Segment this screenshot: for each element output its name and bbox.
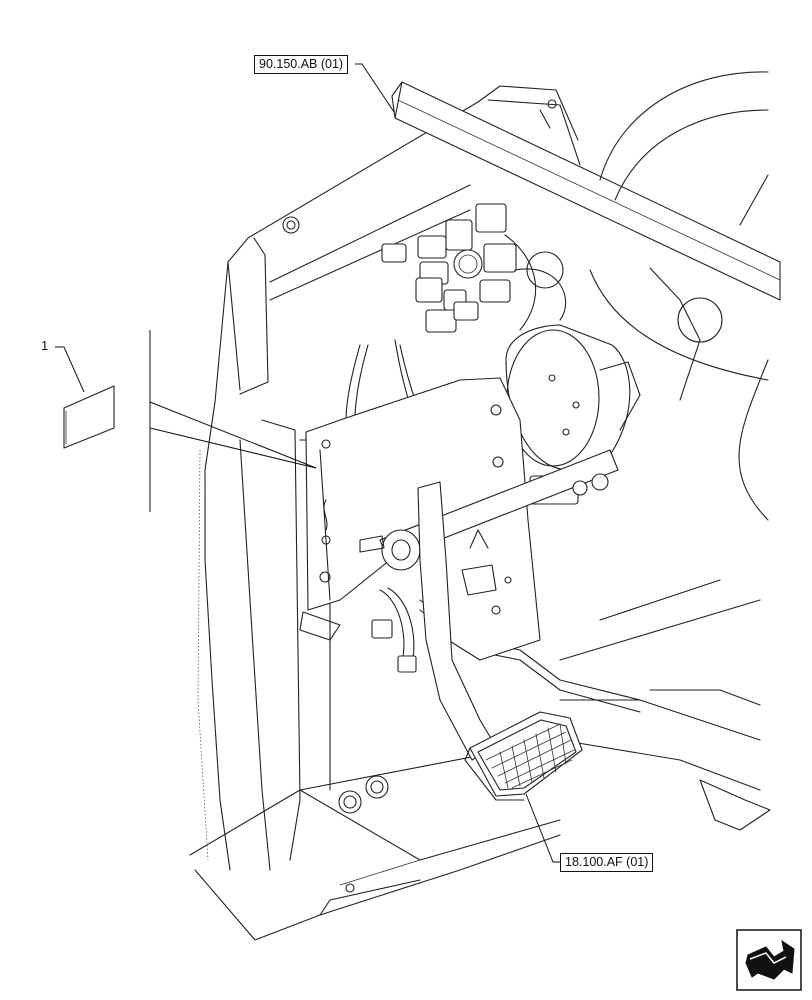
reference-18-100-af-callout[interactable]: 18.100.AF (01) xyxy=(560,853,654,872)
item-1-label-plate xyxy=(63,385,115,449)
leader-lines xyxy=(55,63,560,863)
dash-beam xyxy=(391,81,781,301)
reference-90-150-ab-callout[interactable]: 90.150.AB (01) xyxy=(254,55,349,74)
round-housing xyxy=(505,324,641,471)
connector-cluster xyxy=(381,203,567,333)
accelerator-pedal xyxy=(417,481,583,801)
floor-plate xyxy=(189,579,771,941)
next-page-arrow-icon[interactable] xyxy=(736,929,802,991)
steering-column xyxy=(589,71,769,521)
item-1-callout: 1 xyxy=(41,338,49,353)
